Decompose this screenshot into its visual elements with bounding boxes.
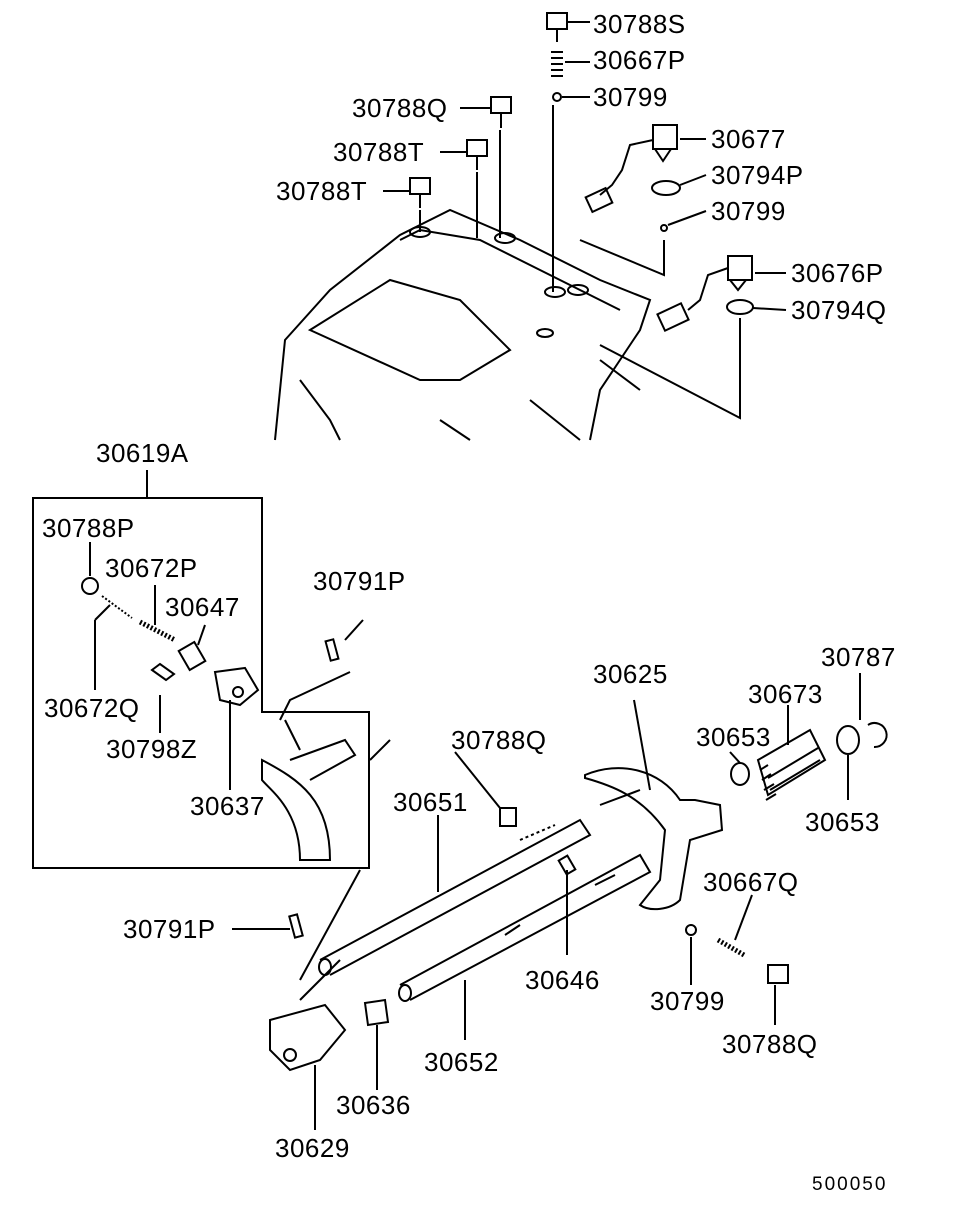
part-label: 30629: [275, 1133, 350, 1163]
part-label: 30676P: [791, 258, 884, 288]
part-label: 30647: [165, 592, 240, 622]
part-label: 30673: [748, 679, 823, 709]
part-label: 30788S: [593, 9, 686, 39]
assembly-box: [32, 470, 370, 869]
part-label: 30791P: [313, 566, 406, 596]
part-label: 30799: [711, 196, 786, 226]
part-label: 30788Q: [451, 725, 547, 755]
part-label: 30798Z: [106, 734, 198, 764]
lower-parts: [232, 619, 888, 1130]
part-label: 30619A: [96, 438, 189, 468]
part-label: 30672P: [105, 553, 198, 583]
part-label: 30652: [424, 1047, 499, 1077]
part-label: 30672Q: [44, 693, 140, 723]
part-label: 30637: [190, 791, 265, 821]
diagram-code: 500050: [812, 1174, 888, 1195]
part-label: 30653: [696, 722, 771, 752]
part-label: 30788T: [333, 137, 425, 167]
part-label: 30651: [393, 787, 468, 817]
part-label: 30799: [650, 986, 725, 1016]
part-label: 30653: [805, 807, 880, 837]
part-label: 30788P: [42, 513, 135, 543]
transmission-case: [274, 208, 652, 441]
part-label: 30799: [593, 82, 668, 112]
part-label: 30625: [593, 659, 668, 689]
part-label: 30788Q: [352, 93, 448, 123]
part-label: 30794Q: [791, 295, 887, 325]
part-label: 30791P: [123, 914, 216, 944]
part-label: 30677: [711, 124, 786, 154]
part-label: 30794P: [711, 160, 804, 190]
part-label: 30667P: [593, 45, 686, 75]
part-label: 30788Q: [722, 1029, 818, 1059]
part-label: 30788T: [276, 176, 368, 206]
part-label: 30636: [336, 1090, 411, 1120]
top-parts: [383, 12, 787, 420]
part-label: 30646: [525, 965, 600, 995]
part-label: 30667Q: [703, 867, 799, 897]
part-label: 30787: [821, 642, 896, 672]
